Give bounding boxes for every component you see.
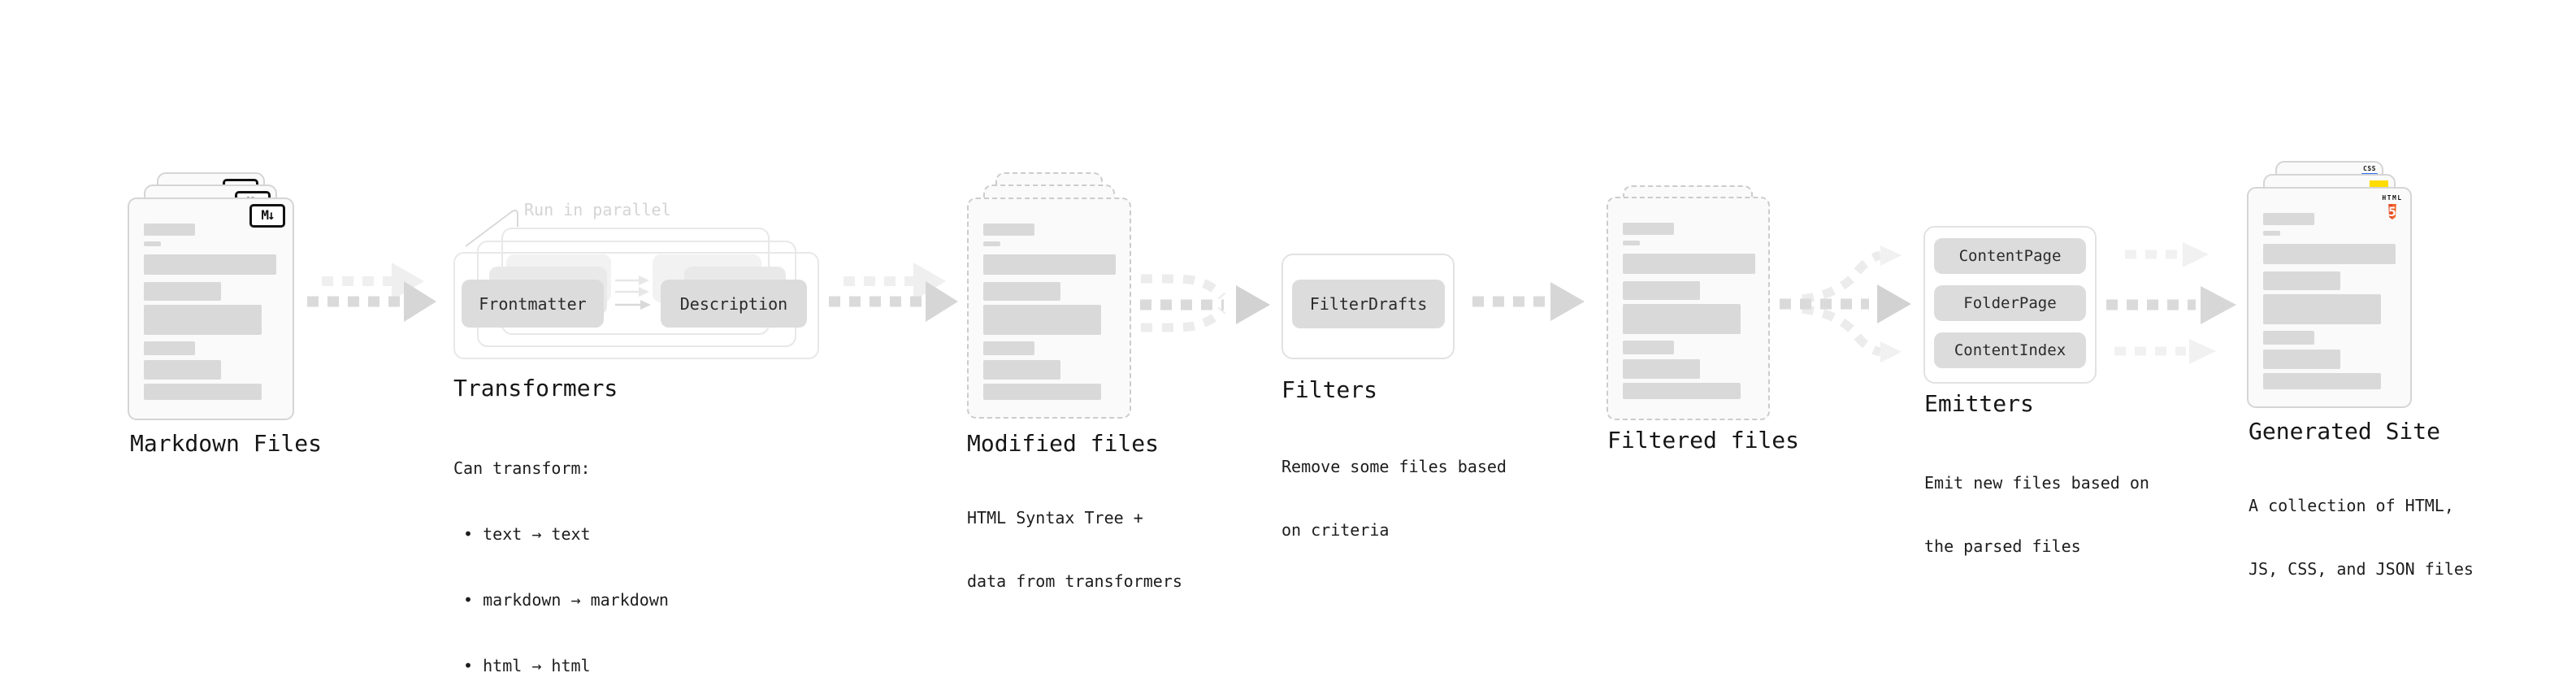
html-file-card: HTML 5 (2247, 187, 2412, 408)
transformer-step-arrows (615, 276, 651, 310)
arrow-modified-to-filters (1140, 274, 1270, 332)
filtered-file-card-front (1607, 197, 1770, 420)
arrow-emitters-to-site (2106, 242, 2236, 364)
modified-file-card-front (967, 198, 1131, 419)
transformer-card-front (453, 252, 819, 359)
markdown-file-card-front: M↓ (128, 198, 294, 420)
text-line-placeholder (144, 282, 221, 301)
description-line: A collection of HTML, (2249, 496, 2454, 515)
folderpage-node: FolderPage (1934, 285, 2086, 321)
text-line-placeholder (144, 254, 276, 275)
text-line-placeholder (1623, 223, 1674, 235)
text-line-placeholder (2263, 294, 2381, 324)
text-line-placeholder (2263, 350, 2340, 369)
text-line-placeholder (2263, 244, 2396, 264)
transformers-title: Transformers (453, 375, 618, 402)
doc-text-placeholder-bars (129, 199, 293, 400)
description-line: data from transformers (967, 571, 1182, 591)
transformers-bullet: • text → text (453, 524, 591, 544)
contentindex-node: ContentIndex (1934, 332, 2086, 368)
text-line-placeholder (983, 384, 1101, 400)
text-line-placeholder (983, 241, 1000, 246)
transformers-bullet: • html → html (453, 656, 591, 675)
modified-files-stack (967, 172, 1131, 419)
text-line-placeholder (2263, 231, 2280, 236)
text-line-placeholder (983, 341, 1034, 355)
filtered-files-stack (1607, 185, 1770, 420)
text-line-placeholder (1623, 254, 1755, 274)
doc-text-placeholder-bars (2249, 189, 2410, 389)
arrow-filtered-to-emitters (1780, 245, 1911, 363)
filtered-files-title: Filtered files (1607, 427, 1800, 454)
text-line-placeholder (1623, 281, 1700, 300)
text-line-placeholder (2263, 331, 2314, 345)
text-line-placeholder (2263, 373, 2381, 389)
transformers-bullet: • markdown → markdown (453, 590, 669, 610)
run-in-parallel-label: Run in parallel (524, 200, 671, 219)
filterdrafts-node: FilterDrafts (1292, 280, 1445, 328)
transformers-description: Can transform: • text → text • markdown … (453, 414, 669, 699)
text-line-placeholder (144, 305, 262, 335)
text-line-placeholder (144, 241, 161, 246)
markdown-icon: M↓ (249, 204, 285, 228)
html5-icon: HTML 5 (2382, 194, 2403, 219)
generated-site-title: Generated Site (2249, 418, 2441, 445)
contentpage-node: ContentPage (1934, 238, 2086, 274)
text-line-placeholder (983, 254, 1116, 275)
text-line-placeholder (983, 305, 1101, 335)
text-line-placeholder (983, 360, 1060, 380)
text-line-placeholder (1623, 341, 1674, 354)
markdown-files-stack: M↓ M↓ M↓ (128, 172, 294, 420)
doc-text-placeholder-bars (1608, 198, 1768, 399)
description-line: the parsed files (1924, 536, 2081, 556)
arrow-markdown-to-transformers (307, 263, 436, 322)
text-line-placeholder (1623, 383, 1741, 399)
text-line-placeholder (1623, 304, 1741, 334)
text-line-placeholder (2263, 271, 2340, 290)
text-line-placeholder (983, 224, 1034, 236)
description-line: on criteria (1281, 520, 1390, 540)
frontmatter-node: Frontmatter (462, 280, 604, 328)
text-line-placeholder (1623, 241, 1640, 245)
filters-title: Filters (1281, 376, 1378, 403)
generated-site-stack: CSS HTML 5 (2247, 161, 2412, 408)
description-line: Remove some files based (1281, 457, 1507, 476)
doc-text-placeholder-bars (969, 199, 1130, 400)
modified-files-title: Modified files (967, 430, 1160, 457)
text-line-placeholder (144, 341, 195, 355)
emitters-title: Emitters (1924, 390, 2034, 417)
text-line-placeholder (1623, 359, 1700, 379)
text-line-placeholder (144, 360, 221, 380)
filters-description: Remove some files based on criteria (1281, 414, 1507, 562)
generated-site-description: A collection of HTML, JS, CSS, and JSON … (2249, 453, 2474, 601)
modified-files-description: HTML Syntax Tree + data from transformer… (967, 465, 1182, 613)
text-line-placeholder (144, 224, 195, 236)
emitters-description: Emit new files based on the parsed files (1924, 430, 2149, 578)
description-line: JS, CSS, and JSON files (2249, 559, 2474, 579)
pipeline-arrows-layer (307, 209, 2236, 364)
text-line-placeholder (2263, 213, 2314, 225)
transformers-description-heading: Can transform: (453, 458, 591, 478)
arrow-transformers-to-modified (829, 263, 958, 322)
text-line-placeholder (144, 384, 262, 400)
markdown-files-title: Markdown Files (130, 430, 323, 457)
arrow-filters-to-filtered (1472, 282, 1585, 321)
run-in-parallel-connector (465, 209, 518, 247)
description-line: Emit new files based on (1924, 473, 2149, 493)
description-line: HTML Syntax Tree + (967, 508, 1143, 528)
text-line-placeholder (983, 282, 1060, 301)
description-node: Description (661, 280, 807, 328)
